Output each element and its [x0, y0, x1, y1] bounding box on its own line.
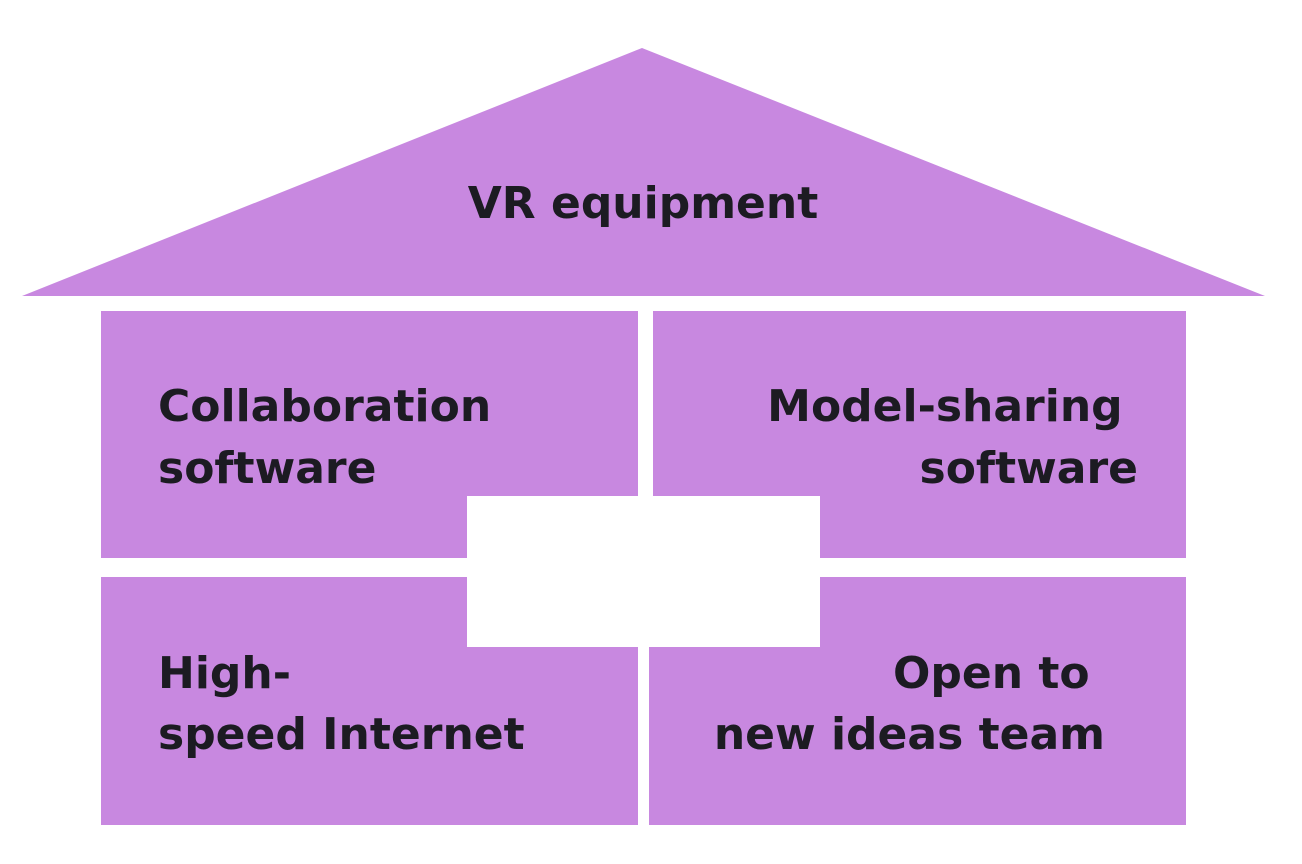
top-left-label: Collaboration software	[158, 381, 507, 494]
top-right-label: Model-sharing software	[767, 381, 1138, 494]
block-bottom-left	[101, 577, 638, 825]
block-bottom-right	[649, 577, 1186, 825]
top-right-label-line-2: software	[920, 443, 1138, 494]
bottom-left-label-line-1: High-	[158, 648, 291, 699]
bottom-left-label: High- speed Internet	[158, 648, 525, 760]
top-right-label-line-1: Model-sharing	[767, 381, 1123, 432]
bottom-right-label-line-2: new ideas team	[714, 709, 1105, 760]
block-top-right	[653, 311, 1186, 558]
bottom-right-label-line-1: Open to	[893, 648, 1090, 699]
top-left-label-line-2: software	[158, 443, 376, 494]
roof	[22, 48, 1265, 296]
bottom-right-label: Open to new ideas team	[714, 648, 1105, 760]
roof-label: VR equipment	[468, 178, 819, 229]
bottom-left-label-line-2: speed Internet	[158, 709, 525, 760]
block-top-left	[101, 311, 638, 558]
top-left-label-line-1: Collaboration	[158, 381, 491, 432]
